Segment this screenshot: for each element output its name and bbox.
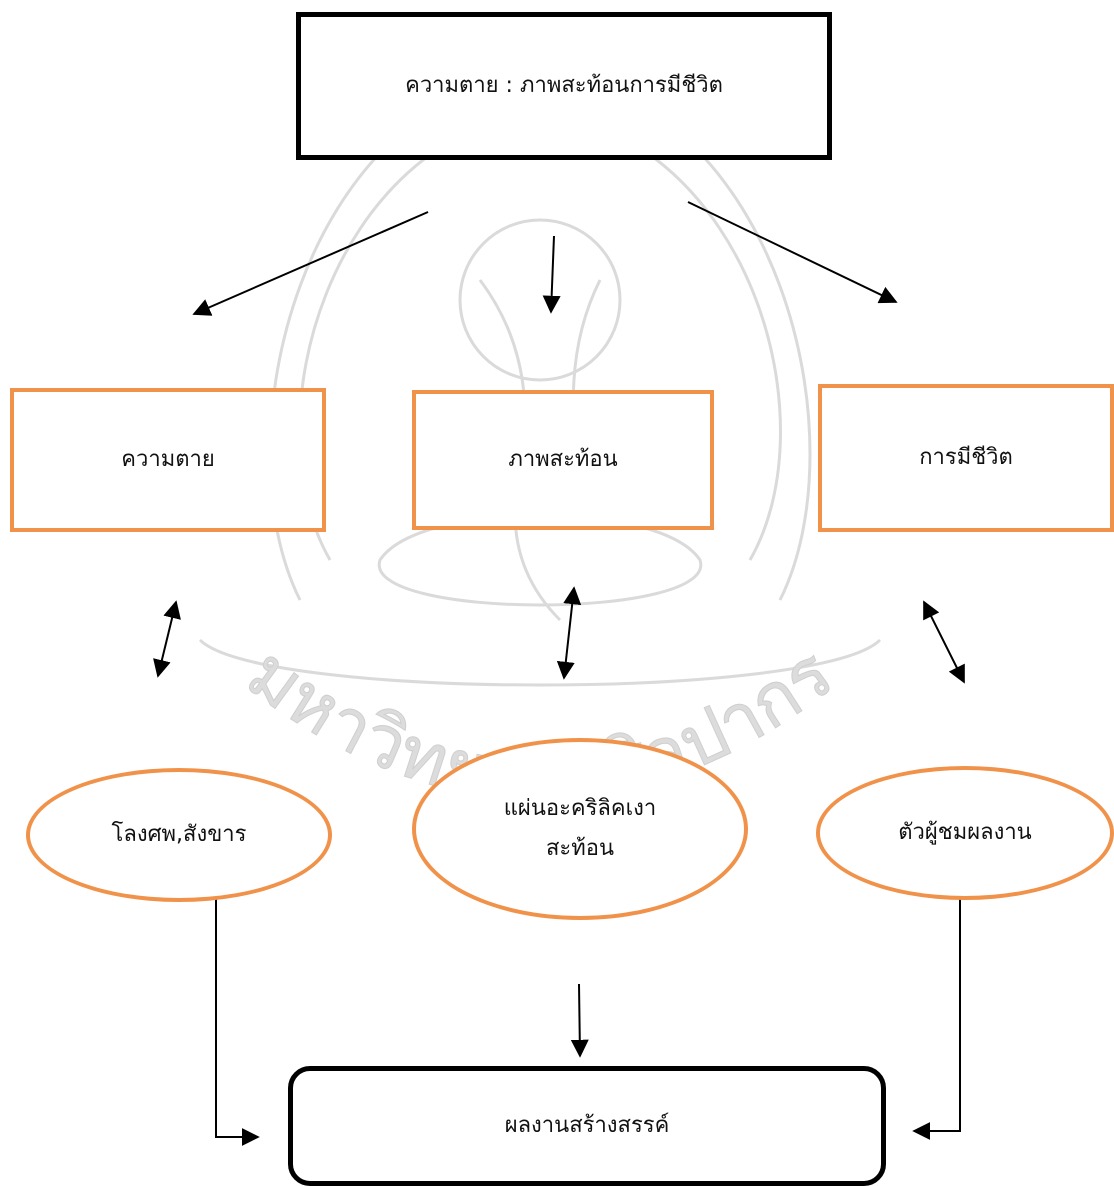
box-living: การมีชีวิต — [818, 384, 1114, 532]
result-label: ผลงานสร้างสรรค์ — [504, 1113, 670, 1138]
double-arrow-left — [153, 600, 181, 678]
diagram-title-box: ความตาย : ภาพสะท้อนการมีชีวิต — [296, 12, 832, 160]
oval-acrylic: แผ่นอะคริลิคเงา สะท้อน — [412, 738, 748, 920]
oval-coffin: โลงศพ,สังขาร — [26, 768, 332, 902]
arrow-to-living — [687, 201, 898, 304]
oval-acrylic-line2: สะท้อน — [546, 836, 614, 861]
box-death-label: ความตาย — [121, 447, 215, 472]
diagram-title: ความตาย : ภาพสะท้อนการมีชีวิต — [405, 73, 723, 98]
box-reflection-label: ภาพสะท้อน — [508, 447, 618, 472]
arrow-to-death — [192, 211, 429, 316]
box-reflection: ภาพสะท้อน — [412, 390, 714, 530]
oval-viewer: ตัวผู้ชมผลงาน — [816, 766, 1114, 900]
double-arrow-center — [556, 586, 582, 680]
arrow-to-result — [570, 983, 589, 1058]
result-box: ผลงานสร้างสรรค์ — [288, 1066, 886, 1186]
oval-viewer-label: ตัวผู้ชมผลงาน — [898, 820, 1032, 845]
box-living-label: การมีชีวิต — [919, 445, 1013, 470]
oval-acrylic-line1: แผ่นอะคริลิคเงา — [503, 796, 657, 821]
double-arrow-right — [923, 600, 965, 684]
box-death: ความตาย — [10, 388, 326, 532]
arrow-to-reflection — [542, 235, 561, 314]
oval-coffin-label: โลงศพ,สังขาร — [111, 822, 247, 847]
